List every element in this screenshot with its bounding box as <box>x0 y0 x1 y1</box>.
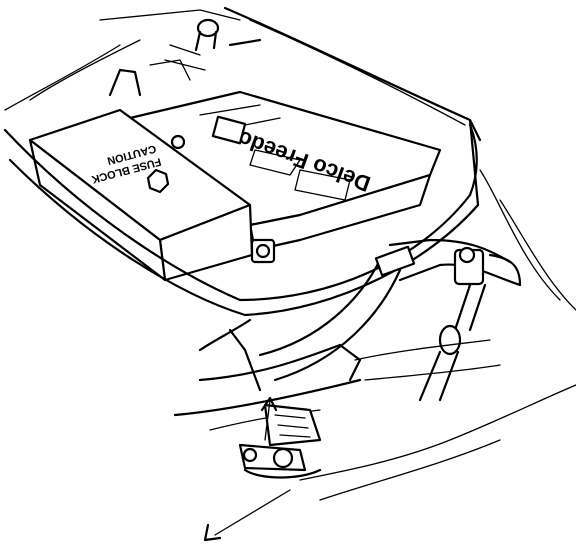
harness-line <box>364 364 501 381</box>
leader-arrowhead <box>260 396 278 412</box>
ground-plate-edge <box>243 468 322 479</box>
leader-arrowhead <box>203 523 222 542</box>
leader-line <box>214 489 291 536</box>
ground-plate-hole <box>242 447 258 463</box>
bracket-line <box>228 328 262 392</box>
engine-bay-background <box>4 6 576 311</box>
harness-line <box>198 343 342 382</box>
harness-line <box>173 378 362 417</box>
tray-corner-curve <box>468 123 478 197</box>
fender-line <box>499 199 576 311</box>
hold-down-clamp-bolt <box>255 243 271 259</box>
terminal-lead <box>453 283 487 332</box>
tray-corner <box>468 118 480 207</box>
callout-leaders <box>203 396 291 542</box>
cable-connector <box>438 324 462 356</box>
background-panel-line <box>29 39 141 101</box>
background-panel-line <box>4 44 121 111</box>
lower-body-contour <box>299 384 576 501</box>
negative-cable <box>258 258 382 357</box>
tray-front-lip-inner <box>8 158 480 317</box>
bracket-line <box>198 318 252 352</box>
body-contour <box>319 439 501 501</box>
fuse-block-cover: FUSE BLOCK CAUTION <box>28 108 254 282</box>
battery-cables <box>258 238 522 402</box>
tray-front-lip-outer <box>3 128 472 302</box>
tray-back-rim-inner <box>249 19 466 126</box>
battery-vent-cap <box>170 134 186 150</box>
ground-bolt <box>272 447 294 469</box>
fuse-cover-knob <box>146 168 170 194</box>
lower-lead <box>418 350 460 402</box>
battery-tray <box>3 118 480 317</box>
cable-clip <box>374 245 416 277</box>
body-contour <box>299 384 576 481</box>
terminal-cable <box>488 253 522 287</box>
leader-line <box>264 399 271 441</box>
charge-indicator <box>211 115 247 145</box>
battery-label-panel <box>294 169 351 201</box>
tray-back-rim <box>223 6 482 142</box>
ground-bracket-ribs <box>274 414 311 438</box>
battery: Delco Freedom <box>128 90 442 252</box>
harness-line <box>354 339 491 361</box>
negative-cable-edge <box>273 268 402 382</box>
fender-line <box>479 169 561 301</box>
background-panel-line <box>99 9 241 21</box>
lower-harness <box>173 318 501 479</box>
battery-label-panel <box>249 149 301 176</box>
terminal-bolt <box>458 246 476 264</box>
harness-clip <box>338 343 362 382</box>
hold-down-bolt <box>108 18 262 97</box>
